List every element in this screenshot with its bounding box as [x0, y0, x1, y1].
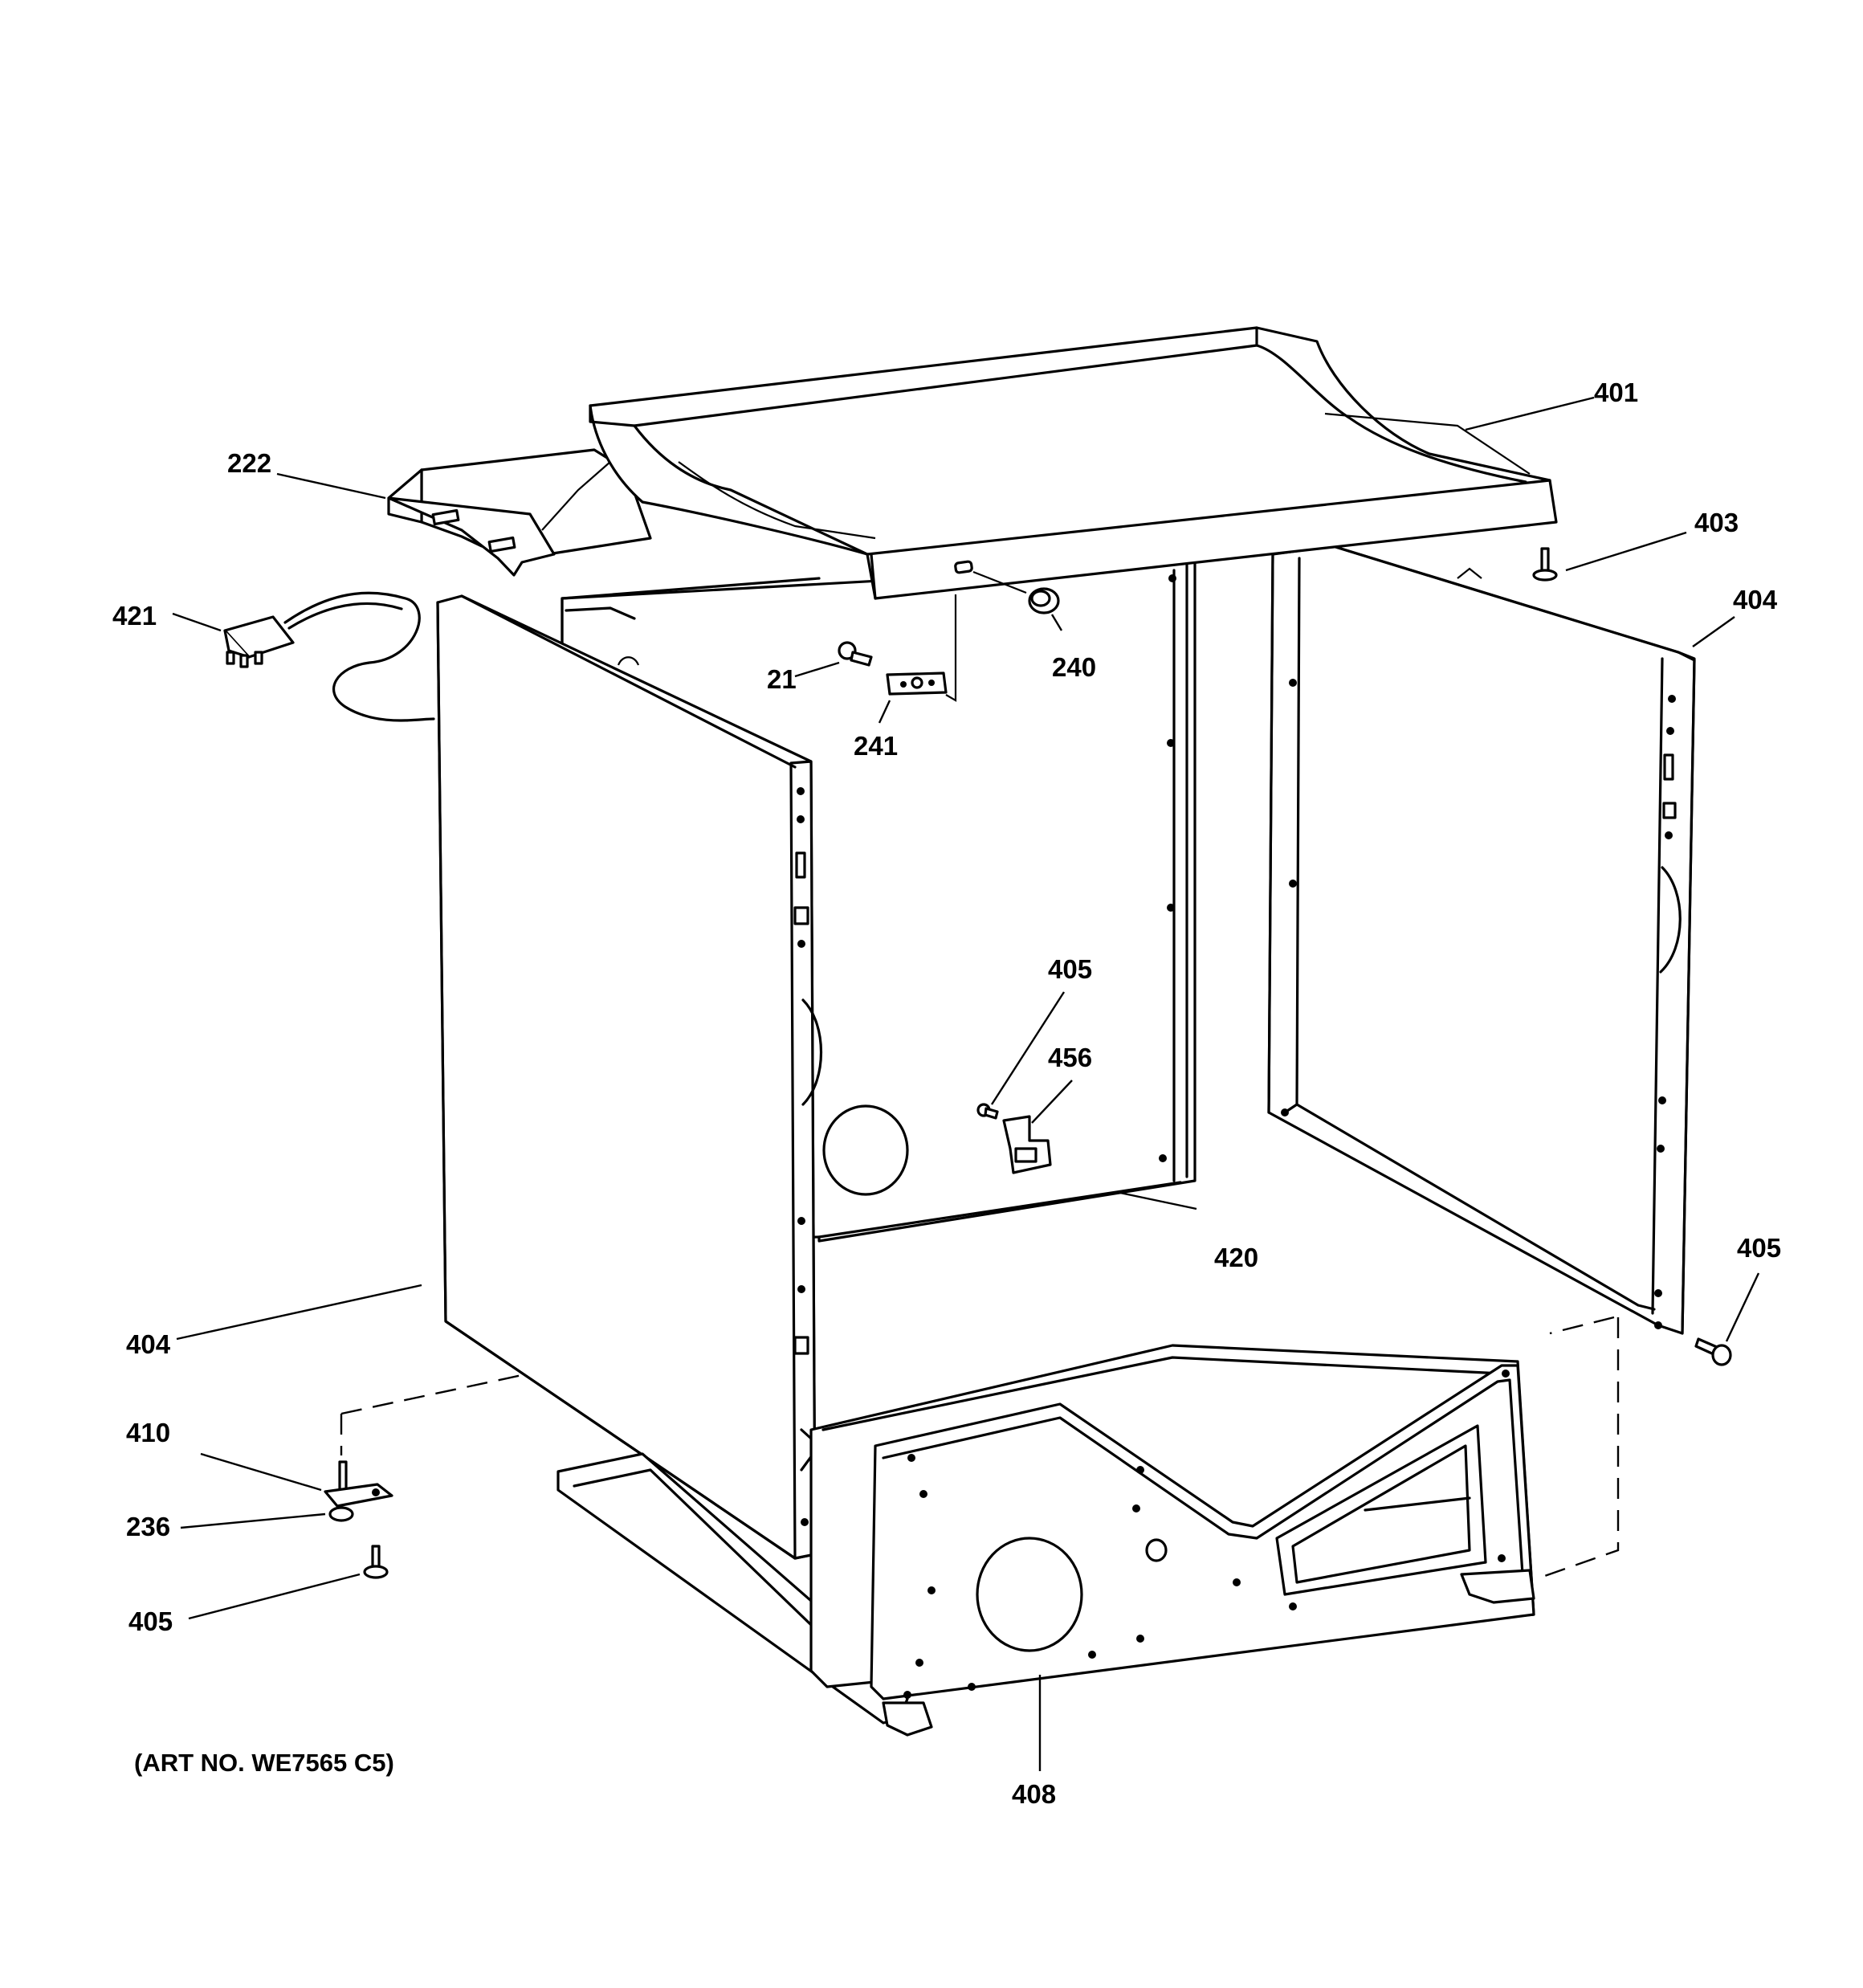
clip-456	[1002, 1115, 1052, 1174]
top-panel-401	[589, 326, 1558, 600]
plug-button-240	[972, 570, 1060, 614]
label-420: 420	[1214, 1243, 1258, 1272]
label-236: 236	[126, 1512, 170, 1541]
label-241: 241	[854, 731, 898, 761]
leader-lines	[172, 396, 1760, 1771]
label-240: 240	[1052, 652, 1096, 682]
part-labels: 401 222 403 421 404 21 240 241 405 456 4…	[112, 378, 1781, 1809]
label-404-left: 404	[126, 1329, 171, 1359]
label-408: 408	[1012, 1779, 1056, 1809]
label-456: 456	[1048, 1043, 1092, 1072]
label-410: 410	[126, 1418, 170, 1447]
left-side-panel-404	[436, 594, 822, 1560]
art-number: (ART NO. WE7565 C5)	[134, 1749, 394, 1777]
screw-21	[838, 641, 873, 667]
base-408	[556, 1344, 1535, 1737]
bracket-241	[886, 594, 957, 702]
screw-405-left	[363, 1545, 389, 1579]
label-421: 421	[112, 601, 157, 631]
screw-405-center	[976, 1103, 999, 1120]
label-405-right: 405	[1737, 1233, 1781, 1263]
label-401: 401	[1594, 378, 1638, 407]
label-404-right: 404	[1733, 585, 1778, 614]
label-21: 21	[767, 664, 797, 694]
rear-top-bracket-222	[387, 448, 652, 577]
label-405-left: 405	[128, 1606, 173, 1636]
leg-pad-236	[328, 1506, 354, 1522]
leveling-leg-410	[324, 1460, 393, 1508]
label-222: 222	[227, 448, 271, 478]
assembly-guide-lines	[340, 1316, 1620, 1580]
label-403: 403	[1694, 508, 1739, 537]
screw-405-right	[1694, 1337, 1732, 1366]
right-side-panel-404	[1267, 545, 1696, 1335]
label-405-center: 405	[1048, 954, 1092, 984]
screw-403	[1532, 547, 1558, 582]
power-cord-421	[223, 591, 435, 722]
